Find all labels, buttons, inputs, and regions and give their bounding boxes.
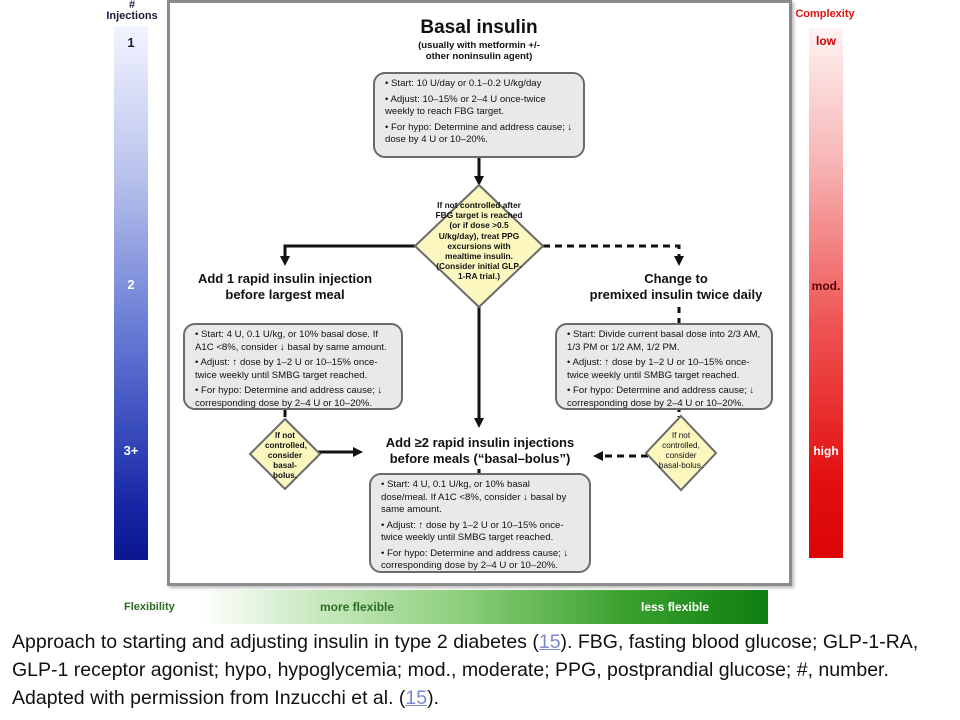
left-adjust: • Adjust: ↑ dose by 1–2 U or 10–15% once… <box>195 357 378 381</box>
right-hypo: • For hypo: Determine and address cause;… <box>567 385 755 409</box>
complexity-axis-title: Complexity <box>795 8 855 20</box>
right-step-title: Change to premixed insulin twice daily <box>589 271 763 302</box>
complexity-gradient-bar <box>809 28 843 558</box>
basal-adjust: • Adjust: 10–15% or 2–4 U once-twice wee… <box>385 93 546 118</box>
right-adjust: • Adjust: ↑ dose by 1–2 U or 10–15% once… <box>567 357 750 381</box>
bottom-hypo: • For hypo: Determine and address cause;… <box>381 547 569 572</box>
caption-reference-link-2[interactable]: 15 <box>405 687 428 709</box>
complexity-level-mod: mod. <box>811 279 841 293</box>
basal-dosing-box: • Start: 10 U/day or 0.1–0.2 U/kg/day • … <box>373 72 585 158</box>
complexity-level-low: low <box>816 34 836 48</box>
basal-title: Basal insulin <box>420 17 538 38</box>
decision-diamond-main: If not controlled after FBG target is re… <box>413 183 545 309</box>
injections-level-3plus: 3+ <box>123 443 139 458</box>
right-start: • Start: Divide current basal dose into … <box>567 329 761 353</box>
caption-text-1: Approach to starting and adjusting insul… <box>12 631 539 653</box>
bottom-dosing-box: • Start: 4 U, 0.1 U/kg, or 10% basal dos… <box>369 473 591 573</box>
complexity-level-high: high <box>813 444 839 458</box>
injections-axis-title: # Injections <box>106 0 158 22</box>
decision-diamond-right: If not controlled, consider basal-bolus. <box>644 414 718 492</box>
flowchart-panel: Basal insulin (usually with metformin +/… <box>167 0 792 586</box>
flexibility-level-more: more flexible <box>320 600 395 614</box>
decision-diamond-right-text: If not controlled, consider basal-bolus. <box>658 431 704 470</box>
bottom-adjust: • Adjust: ↑ dose by 1–2 U or 10–15% once… <box>381 519 564 544</box>
flexibility-axis-title: Flexibility <box>124 601 175 613</box>
flexibility-gradient-bar <box>200 590 768 624</box>
basal-subtitle: (usually with metformin +/- other nonins… <box>418 40 540 62</box>
injections-level-2: 2 <box>127 277 135 292</box>
injections-level-1: 1 <box>127 35 135 50</box>
flexibility-level-less: less flexible <box>641 600 710 614</box>
basal-start: • Start: 10 U/day or 0.1–0.2 U/kg/day <box>385 78 542 89</box>
decision-diamond-left-text: If not controlled, consider basal-bolus. <box>265 431 307 480</box>
basal-hypo: • For hypo: Determine and address cause;… <box>385 121 573 146</box>
decision-diamond-left: If not controlled, consider basal-bolus. <box>248 417 322 491</box>
left-dosing-box: • Start: 4 U, 0.1 U/kg, or 10% basal dos… <box>183 323 403 410</box>
caption-text-2: ). FBG, fasting blood glucose; GLP-1-RA,… <box>12 631 919 709</box>
left-step-title: Add 1 rapid insulin injection before lar… <box>197 271 373 302</box>
left-start: • Start: 4 U, 0.1 U/kg, or 10% basal dos… <box>195 329 387 353</box>
bottom-step-title: Add ≥2 rapid insulin injections before m… <box>385 435 575 466</box>
caption-text-3: ). <box>427 687 440 709</box>
figure-caption: Approach to starting and adjusting insul… <box>12 628 952 712</box>
injections-gradient-bar <box>114 26 148 560</box>
left-hypo: • For hypo: Determine and address cause;… <box>195 385 383 409</box>
bottom-start: • Start: 4 U, 0.1 U/kg, or 10% basal dos… <box>381 479 567 515</box>
right-dosing-box: • Start: Divide current basal dose into … <box>555 323 773 410</box>
decision-diamond-main-text: If not controlled after FBG target is re… <box>435 200 523 282</box>
caption-reference-link-1[interactable]: 15 <box>538 631 561 653</box>
